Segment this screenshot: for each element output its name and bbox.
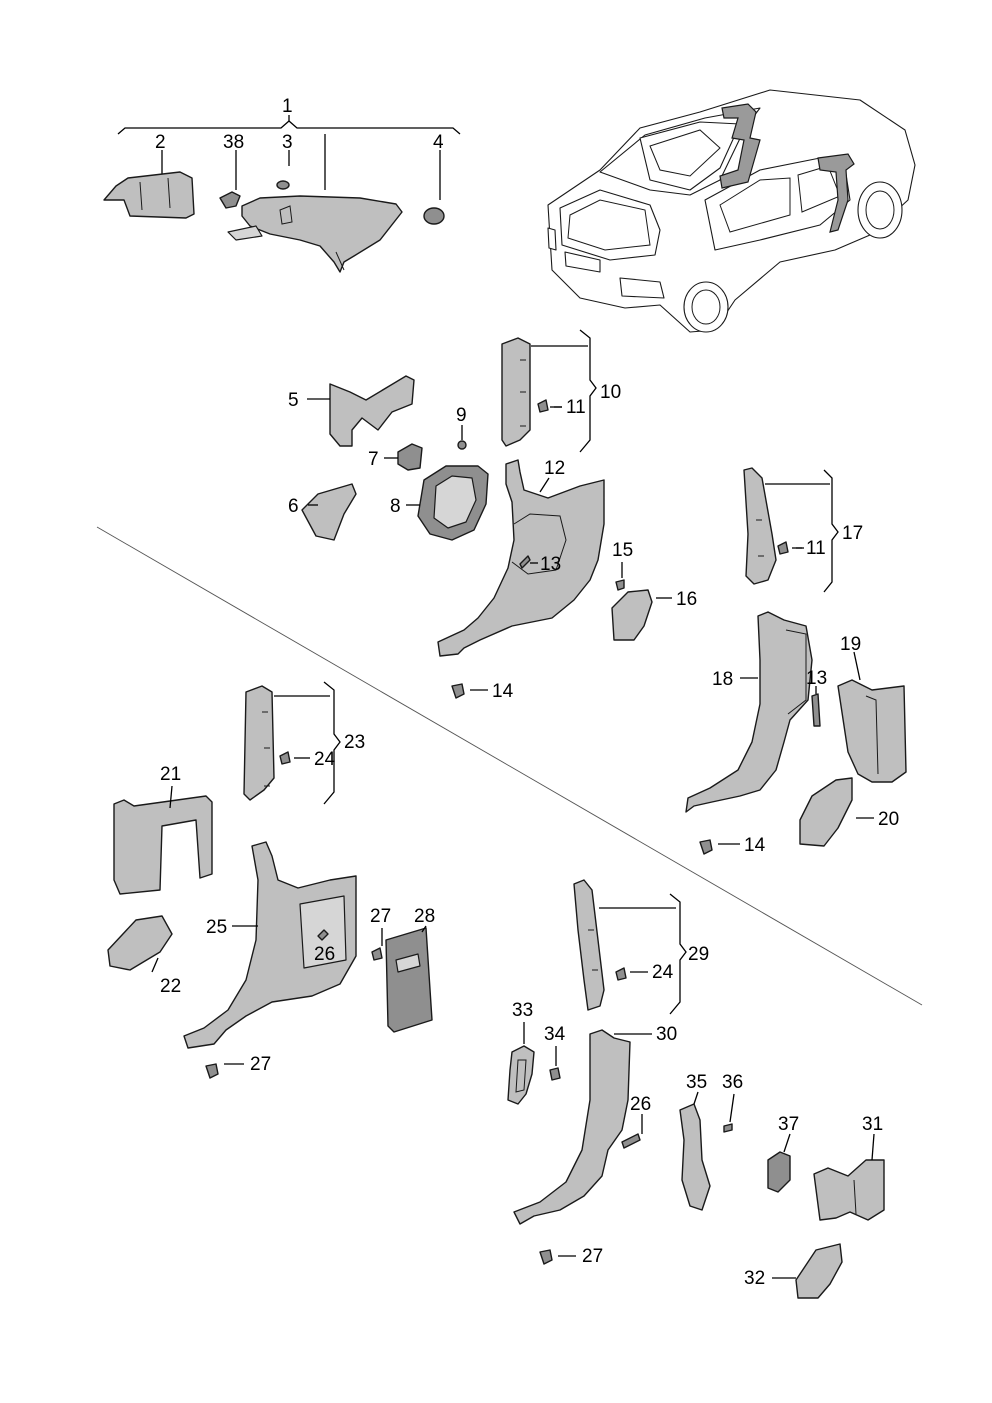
part-11-clip-a	[537, 399, 549, 413]
callout-1: 1	[282, 96, 293, 117]
part-22-pad	[107, 915, 173, 971]
part-13-screw-b	[811, 693, 821, 727]
callout-26b: 26	[630, 1094, 651, 1115]
callout-33: 33	[512, 1000, 533, 1021]
bracket-group-29	[599, 893, 687, 1015]
callout-13a: 13	[540, 554, 561, 575]
part-21-panel	[113, 795, 213, 895]
callout-13b: 13	[806, 668, 827, 689]
part-3-screw	[276, 180, 290, 190]
callout-16: 16	[676, 589, 697, 610]
part-27-clip-c	[539, 1249, 553, 1265]
part-37-module	[767, 1151, 791, 1193]
callout-10: 10	[600, 382, 621, 403]
callout-29: 29	[688, 944, 709, 965]
divider-line	[96, 526, 923, 1006]
callout-12: 12	[544, 458, 565, 479]
part-38-clip	[219, 191, 241, 209]
callout-28: 28	[414, 906, 435, 927]
callout-17: 17	[842, 523, 863, 544]
callout-37: 37	[778, 1114, 799, 1135]
part-20-pad	[799, 777, 853, 847]
part-33-handle	[507, 1045, 535, 1105]
bracket-group-17	[765, 469, 839, 593]
part-27-clip-a	[371, 947, 383, 961]
part-15-screw	[615, 579, 625, 591]
callout-26a: 26	[314, 944, 335, 965]
callout-15: 15	[612, 540, 633, 561]
callout-4: 4	[433, 132, 444, 153]
bracket-group-1	[117, 115, 461, 135]
callout-14a: 14	[492, 681, 514, 702]
part-18-pillar	[685, 611, 813, 813]
part-26-screw-b	[621, 1133, 641, 1149]
part-8-housing	[417, 465, 489, 541]
callout-23: 23	[344, 732, 365, 753]
callout-11a: 11	[566, 397, 586, 418]
part-2-trim	[103, 171, 195, 219]
part-27-clip-b	[205, 1063, 219, 1079]
callout-24a: 24	[314, 749, 336, 770]
part-35-bracket	[679, 1103, 711, 1211]
callout-36: 36	[722, 1072, 743, 1093]
callout-35: 35	[686, 1072, 707, 1093]
part-17-trim	[743, 467, 777, 585]
car-illustration	[547, 89, 916, 333]
callout-27a: 27	[370, 906, 391, 927]
callout-3: 3	[282, 132, 293, 153]
part-34-screw	[549, 1067, 561, 1081]
part-5-panel	[329, 375, 415, 447]
part-19-panel	[837, 679, 907, 783]
part-14-clip-a	[451, 683, 465, 699]
part-1-pillar-trim	[227, 195, 403, 273]
part-7-bracket	[397, 443, 423, 471]
part-16-cover	[611, 589, 653, 641]
part-14-clip-b	[699, 839, 713, 855]
callout-18: 18	[712, 669, 733, 690]
part-31-panel	[813, 1159, 885, 1221]
callout-7: 7	[368, 449, 379, 470]
part-10-trim	[501, 337, 531, 447]
callout-24b: 24	[652, 962, 674, 983]
callout-34: 34	[544, 1024, 566, 1045]
callout-5: 5	[288, 390, 299, 411]
callout-20: 20	[878, 809, 899, 830]
bracket-group-10	[531, 329, 597, 453]
callout-38: 38	[223, 132, 244, 153]
part-4-cap	[423, 207, 445, 225]
callout-32: 32	[744, 1268, 765, 1289]
part-13-screw-a	[519, 555, 531, 569]
callout-14b: 14	[744, 835, 766, 856]
bracket-group-23	[274, 681, 341, 805]
callout-31: 31	[862, 1114, 883, 1135]
part-32-pad	[795, 1243, 843, 1299]
callout-25: 25	[206, 917, 227, 938]
part-24-clip-a	[279, 751, 291, 765]
part-12-pillar	[437, 459, 605, 657]
callout-11b: 11	[806, 538, 826, 559]
part-29-trim	[573, 879, 605, 1011]
part-30-pillar	[513, 1029, 631, 1225]
callout-21: 21	[160, 764, 181, 785]
part-6-pad	[301, 483, 357, 541]
callout-8: 8	[390, 496, 401, 517]
callout-19: 19	[840, 634, 861, 655]
part-23-trim	[243, 685, 275, 801]
callout-27b: 27	[250, 1054, 271, 1075]
callout-30: 30	[656, 1024, 677, 1045]
part-26-screw-a	[317, 929, 329, 941]
part-24-clip-b	[615, 967, 627, 981]
part-36-screw	[723, 1123, 733, 1133]
part-9-clip	[457, 440, 467, 450]
callout-2: 2	[155, 132, 166, 153]
callout-9: 9	[456, 405, 467, 426]
part-11-clip-b	[777, 541, 789, 555]
part-28-lid	[385, 927, 433, 1033]
callout-22: 22	[160, 976, 181, 997]
callout-27c: 27	[582, 1246, 603, 1267]
callout-6: 6	[288, 496, 299, 517]
